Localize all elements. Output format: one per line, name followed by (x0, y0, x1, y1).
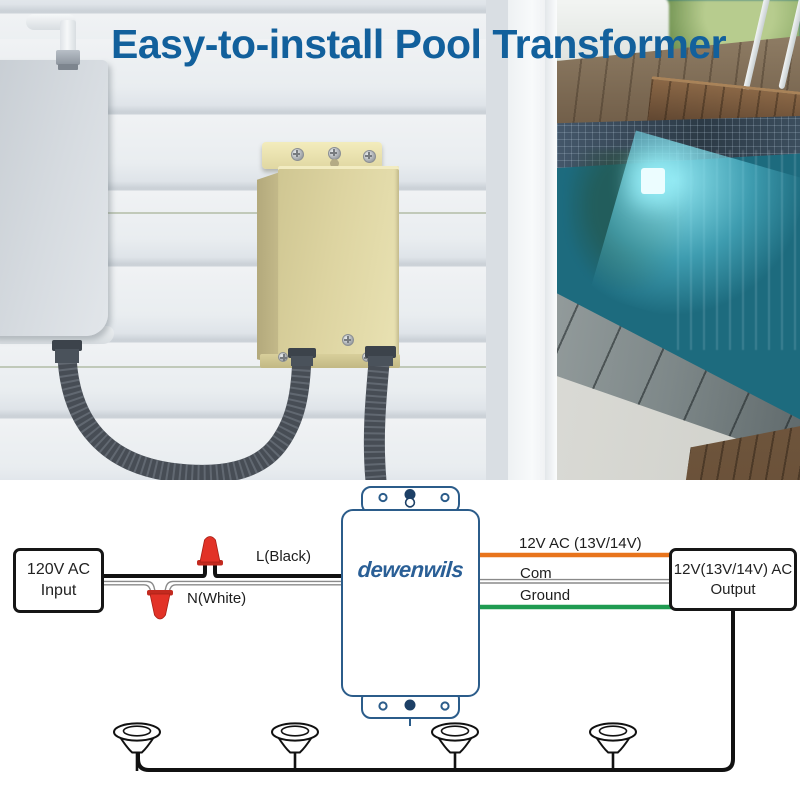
photo-divider-trim (545, 0, 557, 481)
screw-hole-icon (378, 492, 388, 503)
pool-light-glyph (588, 722, 638, 773)
conduit-fitting (365, 346, 396, 358)
wire-nut-icon (199, 536, 221, 563)
conduit-fitting (368, 356, 393, 366)
live-wire (100, 563, 207, 578)
output-box: 12V(13V/14V) AC Output (669, 548, 797, 611)
screw-icon (278, 352, 288, 362)
conduit-ribs (57, 353, 312, 481)
underwater-pool-light (641, 168, 665, 194)
pool-light-glyph (430, 722, 480, 773)
input-line2: Input (40, 581, 77, 599)
pool-photo (557, 0, 800, 481)
screw-icon (342, 334, 354, 346)
transformer-box-front (278, 166, 399, 362)
label-neutral: N(White) (187, 590, 247, 607)
conduit-fitting (291, 356, 313, 366)
transformer-box: dewenwils (341, 509, 480, 697)
screw-hole-icon (378, 701, 388, 711)
outlet-pipe-fitting (58, 64, 78, 70)
wiring-diagram: 120V AC Input dewenwils 12V(13V/14V) AC … (0, 480, 800, 800)
screw-hole-icon (440, 701, 450, 711)
pool-light-glyph (270, 722, 320, 773)
input-line1: 120V AC (26, 561, 91, 579)
outlet-cover-box (0, 60, 108, 336)
neutral-wire (163, 580, 341, 594)
neutral-wire (100, 584, 152, 594)
keyhole-icon (404, 699, 416, 711)
screw-hole-icon (440, 492, 450, 503)
input-box: 120V AC Input (13, 548, 104, 613)
conduit-down (363, 351, 391, 481)
transformer-box-side (257, 172, 280, 365)
output-line1: 12V(13V/14V) AC (673, 561, 793, 579)
hero-photo: Easy-to-install Pool Transformer (0, 0, 800, 481)
wall-corner-trim (508, 0, 548, 481)
pool-lights-row (112, 722, 638, 773)
outlet-pipe-fitting (56, 50, 80, 65)
siding-wall (0, 0, 548, 481)
conduit-u-loop (57, 353, 312, 481)
keyhole-icon (404, 497, 416, 508)
keyhole-icon (404, 489, 416, 500)
label-ground: Ground (520, 587, 571, 604)
wire-nut-icon (149, 593, 171, 620)
live-wire (213, 563, 341, 578)
label-output-12v: 12V AC (13V/14V) (519, 535, 642, 552)
conduit-fitting (288, 348, 316, 358)
transformer-mount-bracket (262, 142, 382, 169)
neutral-wire (100, 580, 157, 594)
conduit-fitting (52, 340, 82, 351)
screw-icon (363, 150, 376, 163)
output-line2: Output (710, 580, 756, 598)
neutral-wire (168, 584, 341, 594)
brand-logo: dewenwils (356, 557, 465, 582)
conduit-fitting (55, 349, 79, 363)
diagram-linework (100, 486, 735, 773)
screw-icon (291, 148, 304, 161)
label-live: L(Black) (256, 548, 312, 565)
page-title: Easy-to-install Pool Transformer (111, 21, 727, 67)
lighting-circuit-wire (136, 608, 735, 772)
wall-trim-shadow (486, 0, 508, 481)
label-com: Com (520, 565, 552, 582)
bracket-keyhole (330, 159, 339, 168)
flexible-conduits (52, 340, 396, 481)
pool-light-glyph (112, 722, 162, 773)
